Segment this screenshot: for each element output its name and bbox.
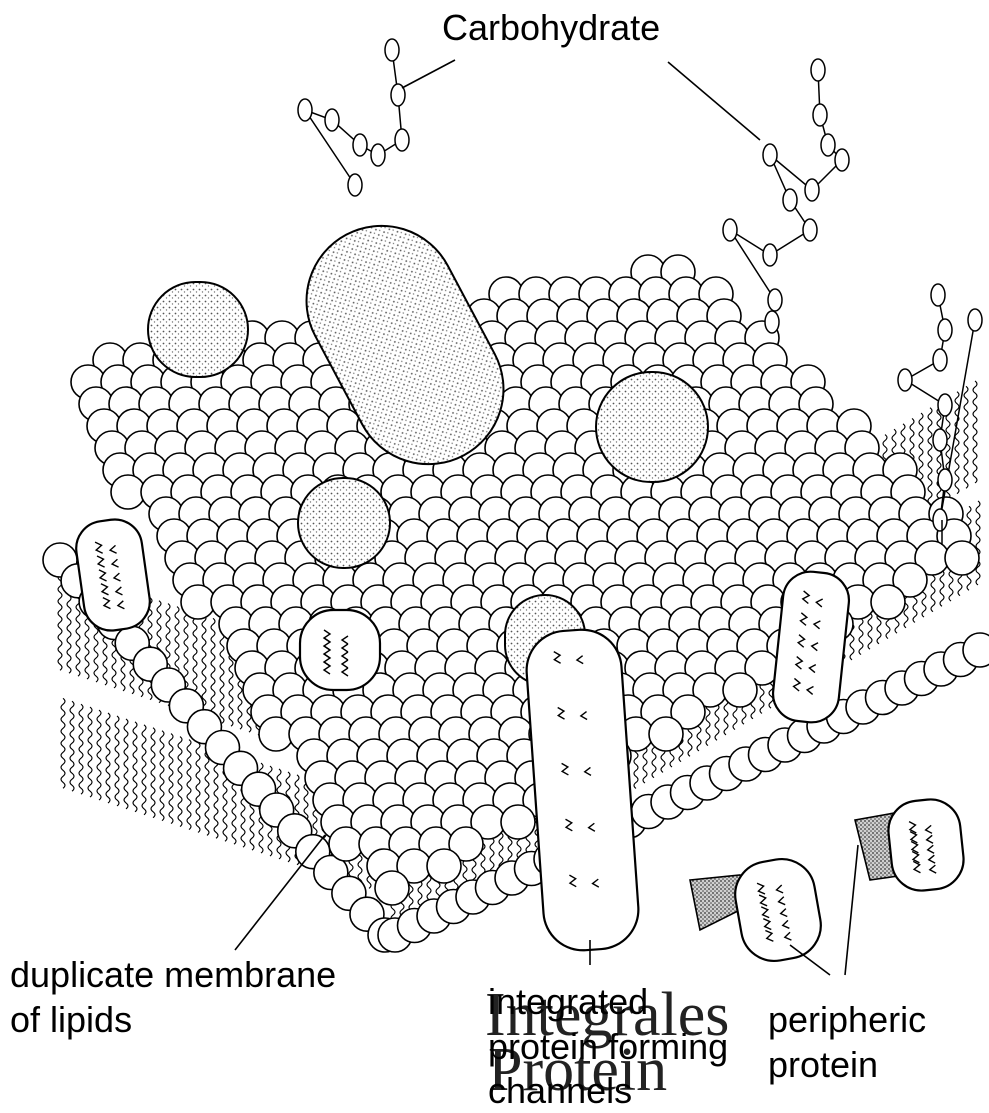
lipid-tail xyxy=(142,725,146,815)
label-lipids-line2: of lipids xyxy=(10,1000,132,1040)
lipid-head xyxy=(329,827,363,861)
label-integrated-line3: channels xyxy=(488,1071,632,1111)
sugar-ring xyxy=(803,219,817,241)
label-carbohydrate: Carbohydrate xyxy=(442,8,660,48)
sugar-ring xyxy=(805,179,819,201)
lipid-head xyxy=(649,717,683,751)
sugar-ring xyxy=(763,144,777,166)
lipid-head xyxy=(963,633,989,667)
lipid-tail xyxy=(88,707,92,797)
lipid-tail xyxy=(169,734,173,824)
label-peripheric-line1: peripheric xyxy=(768,1000,926,1040)
sugar-ring xyxy=(385,39,399,61)
label-integrated-line1: integrated xyxy=(488,982,648,1022)
lipid-tail xyxy=(70,701,74,791)
lipid-head xyxy=(427,849,461,883)
lipid-head xyxy=(871,585,905,619)
lipid-head xyxy=(723,673,757,707)
lipid-tail xyxy=(160,731,164,821)
lipid-tail xyxy=(133,722,137,812)
sugar-ring xyxy=(933,509,947,531)
sugar-ring xyxy=(763,244,777,266)
sugar-ring xyxy=(938,319,952,341)
embedded-protein-left-inner xyxy=(300,610,380,690)
leader-line xyxy=(668,62,760,140)
sugar-ring xyxy=(835,149,849,171)
sugar-ring xyxy=(325,109,339,131)
sugar-ring xyxy=(765,311,779,333)
sugar-ring xyxy=(371,144,385,166)
lipid-tail xyxy=(928,408,932,510)
peripheral-protein-a xyxy=(730,854,826,966)
sugar-ring xyxy=(898,369,912,391)
lipid-head xyxy=(181,585,215,619)
lipid-tail xyxy=(220,621,224,723)
lipid-head xyxy=(945,541,979,575)
sugar-ring xyxy=(348,174,362,196)
sugar-ring xyxy=(933,349,947,371)
sugar-ring xyxy=(298,99,312,121)
sugar-ring xyxy=(783,189,797,211)
lipid-tail xyxy=(973,381,977,483)
sugar-ring xyxy=(353,134,367,156)
sugar-ring xyxy=(933,429,947,451)
lipid-head xyxy=(259,717,293,751)
lipid-head xyxy=(111,475,145,509)
peripheral-protein-b xyxy=(885,796,966,893)
lipid-tail xyxy=(196,742,200,832)
protein-top-right xyxy=(596,372,708,482)
sugar-ring xyxy=(931,284,945,306)
lipid-tail xyxy=(124,719,128,809)
sugar-ring xyxy=(811,59,825,81)
lipid-tail xyxy=(964,386,968,488)
lipid-tail xyxy=(79,704,83,794)
label-integrated-line2: protein forming xyxy=(488,1027,728,1067)
lipid-head xyxy=(501,805,535,839)
label-lipids-line1: duplicate membrane xyxy=(10,955,336,995)
sugar-ring xyxy=(813,104,827,126)
lipid-tail xyxy=(178,737,182,827)
sugar-ring xyxy=(968,309,982,331)
leader-line xyxy=(845,845,858,975)
sugar-ring xyxy=(395,129,409,151)
lipid-tail xyxy=(205,745,209,835)
lipid-tail xyxy=(115,716,119,806)
lipid-tail xyxy=(106,713,110,803)
embedded-protein-left xyxy=(73,516,154,634)
lipid-tail xyxy=(97,710,101,800)
lipid-tail xyxy=(187,740,191,830)
label-peripheric-line2: protein xyxy=(768,1045,878,1085)
sugar-ring xyxy=(723,219,737,241)
sugar-ring xyxy=(821,134,835,156)
lipid-tail xyxy=(61,698,65,788)
protein-top-left xyxy=(148,282,248,377)
leader-line xyxy=(235,835,325,950)
lipid-tail xyxy=(976,501,980,585)
lipid-head xyxy=(375,871,409,905)
protein-top-middle xyxy=(298,478,390,568)
lipid-tail xyxy=(151,728,155,818)
carb-chain-left xyxy=(305,50,402,185)
leader-line xyxy=(402,60,455,88)
sugar-ring xyxy=(938,394,952,416)
sugar-ring xyxy=(938,469,952,491)
lipid-tail xyxy=(211,618,215,720)
sugar-ring xyxy=(768,289,782,311)
lipid-tail xyxy=(955,392,959,494)
